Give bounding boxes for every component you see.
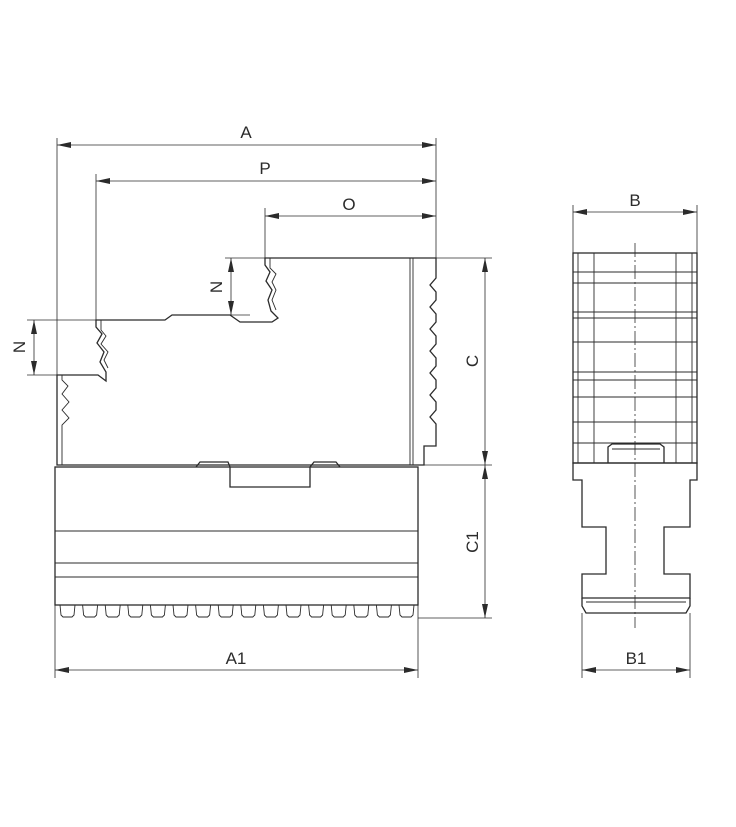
base-jaw-body <box>54 466 419 606</box>
dim-N-lower-label: N <box>10 341 29 353</box>
base-jaw-tooth <box>195 604 212 618</box>
base-jaw-slot <box>195 461 341 488</box>
front-tongue <box>607 443 665 463</box>
base-jaw-tooth <box>59 604 76 618</box>
top-jaw-inner-step <box>100 320 109 369</box>
base-jaw-tooth <box>353 604 370 618</box>
dim-A-label: A <box>240 123 252 142</box>
top-jaw-inner-step2 <box>269 258 277 311</box>
top-jaw-outline <box>56 257 437 466</box>
top-jaw-inner-left <box>61 375 70 465</box>
base-jaw-tooth <box>308 604 325 618</box>
front-view <box>572 243 698 628</box>
base-jaw-tooth <box>285 604 302 618</box>
dim-N-upper-label: N <box>207 281 226 293</box>
dim-P-label: P <box>259 159 270 178</box>
dim-O-label: O <box>342 195 355 214</box>
base-jaw-teeth <box>59 604 415 618</box>
base-jaw-tooth <box>217 604 234 618</box>
dim-B1-label: B1 <box>626 649 647 668</box>
base-jaw-tooth <box>330 604 347 618</box>
base-jaw-tooth <box>172 604 189 618</box>
side-view <box>54 257 437 618</box>
dim-B-label: B <box>629 191 640 210</box>
dim-A1-label: A1 <box>226 649 247 668</box>
base-jaw-tooth <box>104 604 121 618</box>
front-base-foot <box>581 598 691 614</box>
dimension-lines: A P O N N C C1 A1 <box>10 123 698 678</box>
base-jaw-tooth <box>375 604 392 618</box>
dim-C1-label: C1 <box>463 531 482 553</box>
base-jaw-tooth <box>149 604 166 618</box>
base-jaw-tooth <box>127 604 144 618</box>
base-jaw-tooth <box>262 604 279 618</box>
base-jaw-tooth <box>240 604 257 618</box>
base-jaw-tooth <box>398 604 415 618</box>
dim-C-label: C <box>463 355 482 367</box>
base-jaw-tooth <box>82 604 99 618</box>
